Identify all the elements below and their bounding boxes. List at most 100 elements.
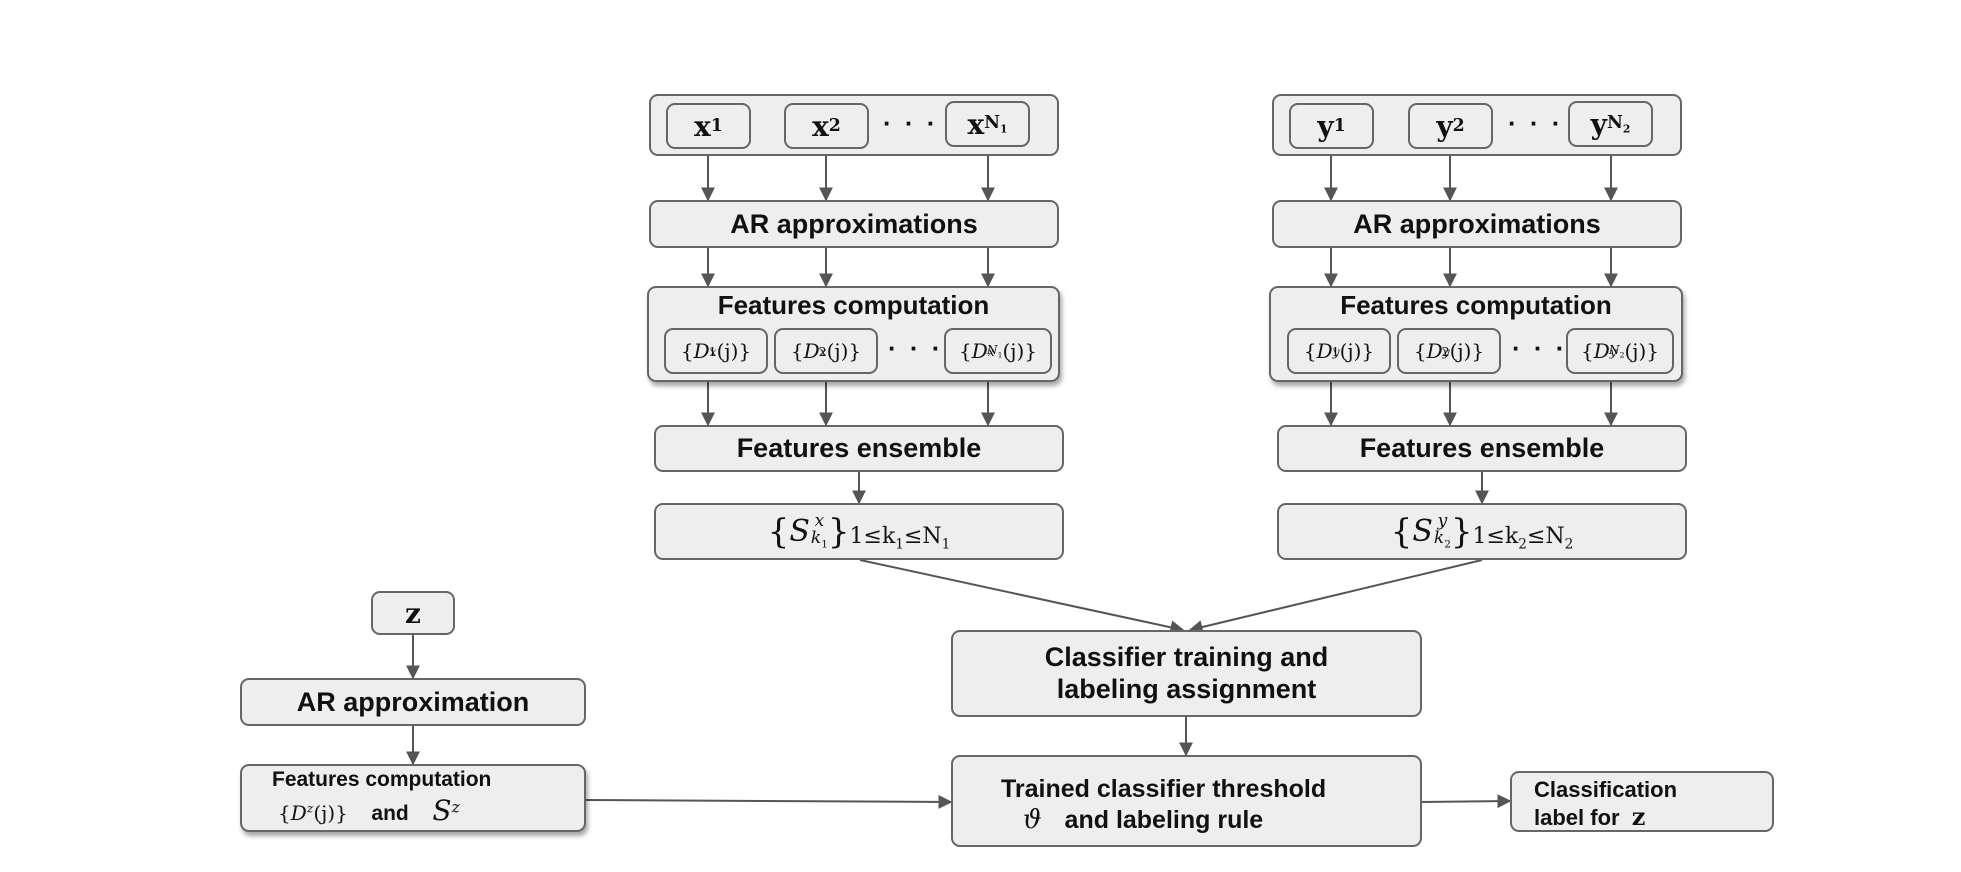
z-ar-approximation: AR approximation (240, 678, 586, 726)
y-feature-D1-arg: (j) (1339, 339, 1362, 363)
z-features-title: Features computation (272, 768, 492, 791)
x-feature-DN-sup: x (987, 343, 995, 359)
classifier-training-line1: Classifier training and (1044, 642, 1329, 673)
y-ar-label: AR approximations (1353, 208, 1601, 239)
y-feature-DN-sub: N (1608, 342, 1620, 358)
x-feature-D1-arg: (j) (716, 339, 739, 363)
z-features-arg: (j) (313, 801, 336, 825)
trained-classifier-line1: Trained classifier threshold (1001, 775, 1327, 803)
yN-sub: N (1606, 112, 1623, 133)
z-input-box: z (371, 591, 455, 635)
y-set-range-pre: 1≤k (1472, 524, 1519, 550)
z-features-computation: Features computation {Dz(j)} and Sz (240, 764, 586, 832)
x-set-range-post: ≤N (903, 524, 942, 550)
x2-base: x (812, 109, 829, 143)
y-set-symbol: S (1412, 514, 1433, 549)
y-feature-D2-arg: (j) (1449, 339, 1472, 363)
y-feature-D1-sub: 1 (1331, 343, 1340, 359)
x2-sub: 2 (828, 116, 841, 136)
x-ar-approximations: AR approximations (649, 200, 1059, 248)
y-feature-D2-sub: 2 (1441, 343, 1450, 359)
x-feature-DN-subsub: 1 (997, 350, 1003, 360)
y-feature-D1-sup: y (1332, 343, 1340, 359)
y-feature-DN-arg: (j) (1624, 339, 1647, 363)
y-features-ellipsis: · · · (1512, 333, 1568, 363)
classification-output-box: Classification label for z (1510, 771, 1774, 832)
x1-base: x (694, 109, 711, 143)
y2-base: y (1436, 109, 1453, 143)
output-line2-prefix: label for (1534, 805, 1620, 830)
x-features-title: Features computation (717, 290, 990, 320)
y-ar-approximations: AR approximations (1272, 200, 1682, 248)
xN-subsub: 1 (1000, 122, 1008, 136)
x-set-subsub: 1 (821, 538, 828, 551)
x-inputs-ellipsis: · · · (883, 108, 939, 138)
x-features-ellipsis: · · · (888, 333, 944, 363)
y-set-range-post: ≤N (1526, 524, 1565, 550)
y1-sub: 1 (1333, 116, 1346, 136)
x-feature-D2-sub: 2 (818, 343, 827, 359)
x-ensemble-label: Features ensemble (736, 433, 982, 463)
z-ar-label: AR approximation (296, 686, 530, 717)
x-set-sup: x (814, 511, 825, 532)
y-set-sup: y (1437, 511, 1448, 532)
y-feature-DN-subsub: 2 (1619, 350, 1625, 360)
x-feature-D2-sup: x (819, 343, 827, 359)
x-feature-D1-sub: 1 (708, 343, 717, 359)
x-set-range-sub: 1 (895, 536, 904, 553)
x-feature-DN-sub: N (986, 342, 998, 358)
z-features-and: and (371, 802, 409, 825)
y-features-ensemble: Features ensemble (1277, 425, 1687, 472)
y-feature-D2-sup: y (1442, 343, 1450, 359)
x1-sub: 1 (710, 116, 723, 136)
x-ar-label: AR approximations (730, 208, 978, 239)
x-set-symbol: S (789, 514, 810, 549)
trained-classifier-line2: and labeling rule (1064, 806, 1264, 834)
y-set-range-end-sub: 2 (1564, 536, 1574, 553)
y-set-subsub: 2 (1444, 538, 1451, 551)
arrow-set-x-to-training (859, 559, 1185, 635)
x-feature-D1-sup: x (709, 343, 717, 359)
classifier-training-line2: labeling assignment (1056, 673, 1317, 704)
xN-sub: N (984, 112, 1001, 133)
x-feature-DN-arg: (j) (1002, 339, 1025, 363)
y-set-range-sub: 2 (1518, 536, 1527, 553)
z-s-sup: z (451, 797, 460, 817)
x-set-sub: k (810, 528, 822, 549)
x-features-ensemble: Features ensemble (654, 425, 1064, 472)
z-features-sup: z (306, 800, 314, 816)
yN-subsub: 2 (1622, 122, 1631, 136)
trained-classifier-box: Trained classifier threshold ϑ and label… (951, 755, 1422, 847)
arrow-set-y-to-training (1188, 559, 1483, 634)
arrow-feat-z-to-trained (585, 794, 953, 809)
y-inputs-ellipsis: · · · (1508, 108, 1564, 138)
z-s-symbol: S (432, 794, 452, 827)
output-line1: Classification (1534, 777, 1678, 802)
y2-sub: 2 (1452, 116, 1465, 136)
arrow-trained-to-output (1420, 794, 1512, 809)
output-line2-var: z (1631, 802, 1646, 831)
y-set-sub: k (1433, 528, 1445, 549)
y1-base: y (1317, 109, 1334, 143)
y-feature-DN-sup: y (1609, 343, 1617, 359)
y-features-title: Features computation (1340, 290, 1612, 320)
classifier-training-box: Classifier training and labeling assignm… (951, 630, 1422, 717)
x-set-range-end-sub: 1 (941, 536, 951, 553)
yN-base: y (1590, 107, 1607, 141)
x-feature-D2-arg: (j) (826, 339, 849, 363)
